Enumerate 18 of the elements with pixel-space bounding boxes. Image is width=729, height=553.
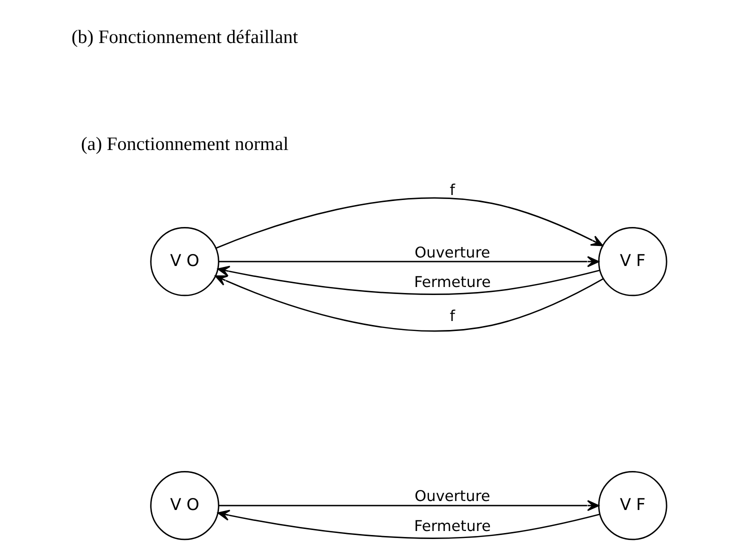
edge-label: Fermeture [414,517,490,536]
arrow [214,275,604,332]
edge-label: f [449,306,455,325]
edge-label: f [449,180,455,199]
label: (b) Fonctionnement défaillant [70,26,298,48]
edge-label: Ouverture [414,243,490,262]
arrow [217,510,600,539]
node-circle: V F [598,471,667,540]
node-circle: V O [150,471,219,540]
arrow [218,256,599,268]
node-circle: V O [150,227,219,296]
node-circle: V F [598,227,667,296]
arrow [218,500,599,512]
edge-label: Ouverture [414,487,490,506]
label: (a) Fonctionnement normal [80,134,288,156]
edge-label: Fermeture [414,273,490,292]
arrow [215,197,603,249]
arrow [217,266,600,295]
